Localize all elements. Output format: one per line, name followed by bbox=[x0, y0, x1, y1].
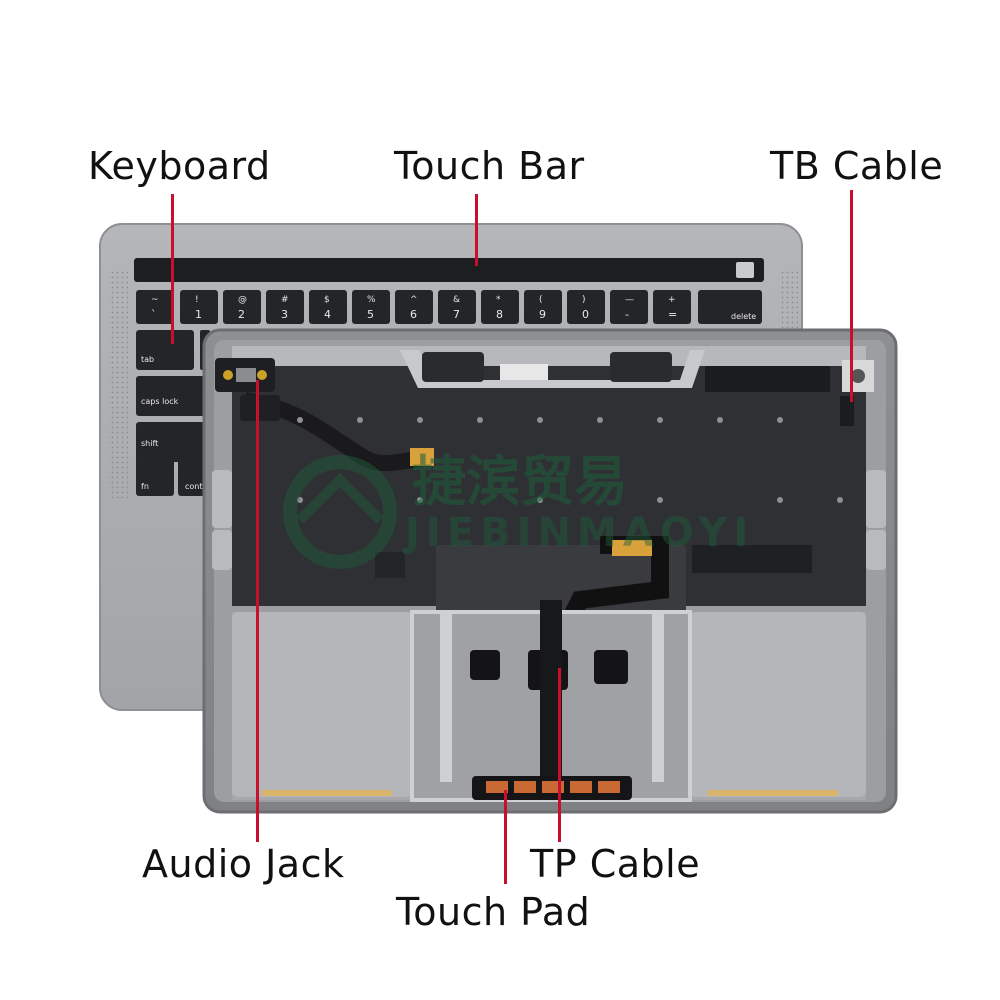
touch-bar-leader-line bbox=[475, 194, 478, 266]
svg-text:shift: shift bbox=[141, 439, 158, 448]
svg-text:contr: contr bbox=[185, 482, 207, 491]
svg-text:4: 4 bbox=[324, 308, 331, 321]
svg-text:%: % bbox=[367, 295, 376, 305]
tp-cable-label: TP Cable bbox=[530, 842, 701, 886]
svg-text:=: = bbox=[668, 308, 677, 321]
svg-text:8: 8 bbox=[496, 308, 503, 321]
touch-bar-strip bbox=[134, 258, 764, 282]
audio-jack-label: Audio Jack bbox=[142, 842, 345, 886]
key-legends: ~ ! @ # $ % ^ & * ( ) — + ` 1 2 3 4 5 6 … bbox=[141, 295, 756, 491]
svg-text:@: @ bbox=[238, 295, 247, 305]
front-topcase-interior bbox=[202, 328, 898, 814]
tp-cable-leader-line bbox=[558, 668, 561, 842]
svg-text:—: — bbox=[625, 295, 634, 305]
svg-text:): ) bbox=[582, 295, 586, 305]
svg-text:!: ! bbox=[195, 295, 199, 305]
svg-text:-: - bbox=[625, 308, 629, 321]
svg-text:caps lock: caps lock bbox=[141, 397, 179, 406]
watermark: 捷滨贸易 JIEBINMAOYI bbox=[283, 450, 754, 569]
svg-text:#: # bbox=[281, 295, 289, 305]
svg-text:&: & bbox=[453, 295, 460, 305]
svg-text:delete: delete bbox=[731, 312, 756, 321]
svg-text:6: 6 bbox=[410, 308, 417, 321]
tb-cable-label: TB Cable bbox=[770, 144, 944, 188]
touch-bar-label: Touch Bar bbox=[394, 144, 585, 188]
svg-text:(: ( bbox=[539, 295, 543, 305]
svg-text:9: 9 bbox=[539, 308, 546, 321]
svg-text:tab: tab bbox=[141, 355, 154, 364]
svg-text:0: 0 bbox=[582, 308, 589, 321]
svg-text:fn: fn bbox=[141, 482, 149, 491]
svg-text:`: ` bbox=[151, 308, 157, 321]
svg-text:*: * bbox=[496, 295, 501, 305]
svg-text:^: ^ bbox=[410, 295, 418, 305]
watermark-latin: JIEBINMAOYI bbox=[402, 510, 754, 556]
svg-text:~: ~ bbox=[151, 295, 159, 305]
keyboard-keys bbox=[136, 290, 763, 496]
svg-text:1: 1 bbox=[195, 308, 202, 321]
keyboard-label: Keyboard bbox=[88, 144, 271, 188]
svg-text:5: 5 bbox=[367, 308, 374, 321]
svg-text:2: 2 bbox=[238, 308, 245, 321]
audio-jack-leader-line bbox=[256, 380, 259, 842]
watermark-chinese: 捷滨贸易 bbox=[412, 450, 628, 513]
svg-text:7: 7 bbox=[453, 308, 460, 321]
svg-text:+: + bbox=[668, 295, 676, 305]
svg-text:3: 3 bbox=[281, 308, 288, 321]
touch-pad-label: Touch Pad bbox=[396, 890, 591, 934]
keyboard-leader-line bbox=[171, 194, 174, 344]
svg-text:$: $ bbox=[324, 295, 330, 305]
touch-pad-leader-line bbox=[504, 790, 507, 884]
tb-cable-leader-line bbox=[850, 190, 853, 402]
